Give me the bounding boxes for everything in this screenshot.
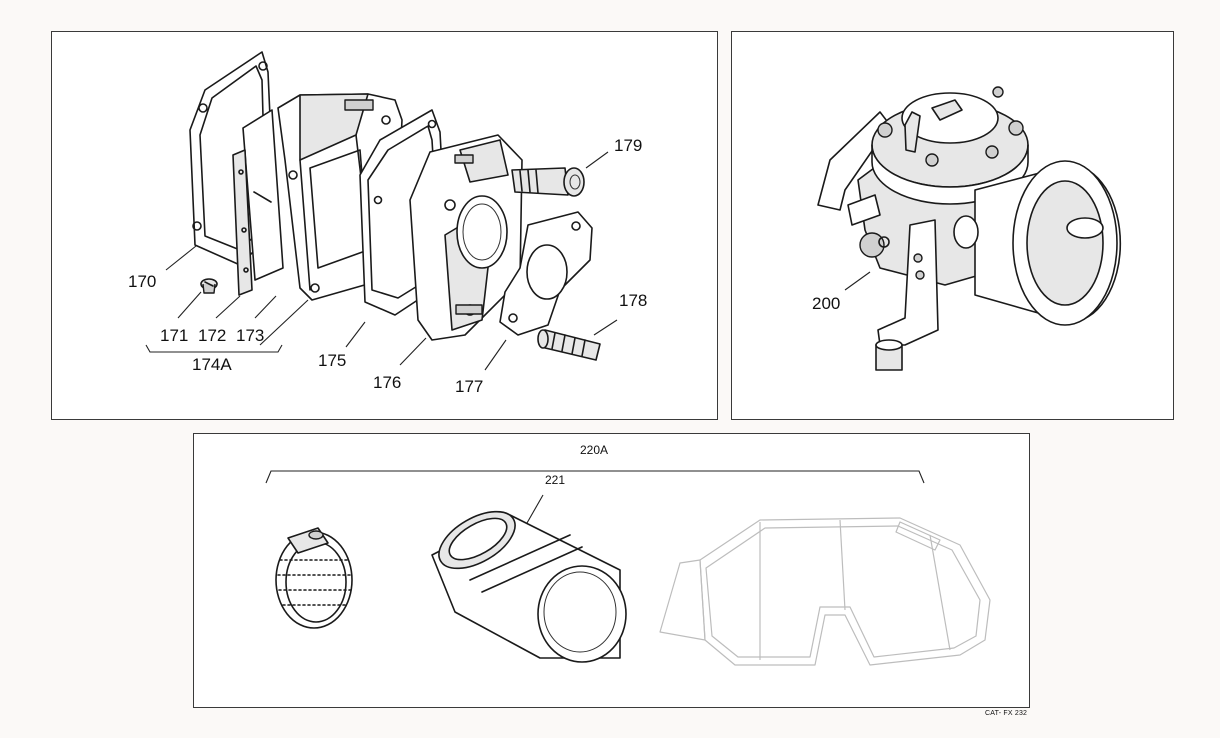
callout-174a: 174A [192,355,232,374]
air-filter-housing [659,517,991,666]
callout-173: 173 [236,326,265,345]
rubber-connector-221 [431,510,627,663]
callout-178: 178 [619,291,648,310]
hose-clamp [275,527,353,629]
callout-171: 171 [160,326,189,345]
callout-221: 221 [545,473,566,487]
callout-179: 179 [614,136,643,155]
callout-170: 170 [128,272,157,291]
callout-220a: 220A [580,443,609,457]
callout-177: 177 [455,377,484,396]
callout-172: 172 [198,326,227,345]
callout-200: 200 [812,294,841,313]
catalog-code: CAT- FX 232 [985,710,1028,717]
callout-176: 176 [373,373,402,392]
stud-178 [537,329,601,361]
stopper-plate-172 [232,149,253,296]
callout-175: 175 [318,351,347,370]
screw-171 [200,278,218,294]
carburetor-200 [817,86,1122,371]
flange-gasket-177 [499,211,593,336]
carb-adapter-176 [409,134,523,341]
reed-petal-173 [242,109,284,281]
bolt-179 [511,167,585,197]
